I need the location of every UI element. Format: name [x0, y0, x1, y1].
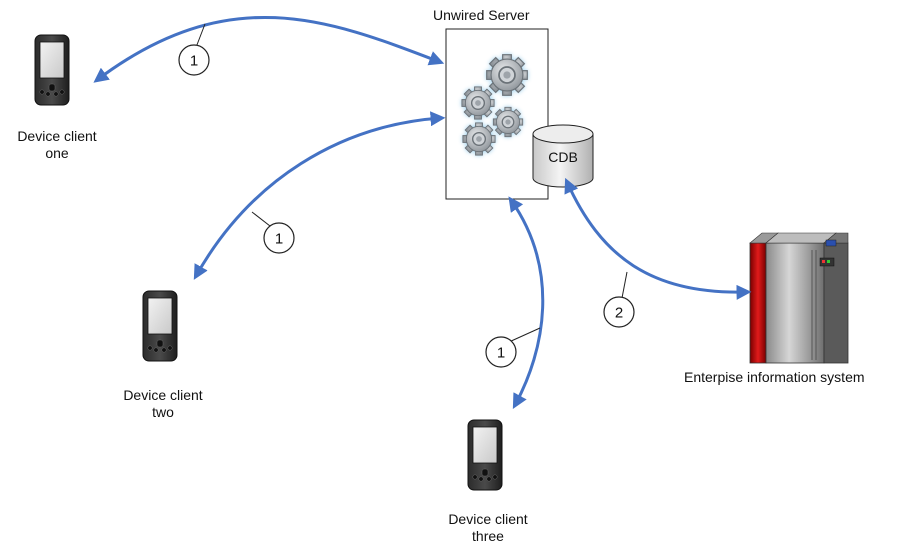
callouts: 1 1 1 2	[178, 23, 635, 368]
cdb-database-icon: CDB	[532, 124, 594, 188]
callout-circle	[178, 44, 210, 76]
device-two-icon	[142, 290, 178, 362]
device-three-icon	[467, 419, 503, 491]
callout-label: 1	[497, 345, 505, 362]
device-two-label: Device client two	[108, 387, 218, 421]
enterprise-server-icon	[749, 232, 849, 364]
device-three-label: Device client three	[433, 511, 543, 545]
arrow-eis	[564, 177, 752, 300]
device-three-line1: Device client	[448, 511, 528, 527]
callout-label: 2	[615, 305, 623, 322]
callout-circle	[603, 296, 635, 328]
callout-label: 1	[190, 53, 198, 70]
eis-label: Enterpise information system	[684, 369, 865, 385]
server-title: Unwired Server	[433, 7, 530, 23]
device-one-line2: one	[45, 145, 69, 161]
callout-label: 1	[275, 231, 283, 248]
connection-arrows	[93, 15, 752, 409]
callout-circle	[485, 336, 517, 368]
cdb-label: CDB	[548, 149, 578, 165]
unwired-server: CDB	[445, 28, 594, 200]
callout-circle	[263, 222, 295, 254]
arrow-device-two	[193, 111, 446, 280]
device-three-line2: three	[472, 528, 504, 544]
device-two-line1: Device client	[123, 387, 203, 403]
device-one-line1: Device client	[17, 128, 97, 144]
device-one-label: Device client one	[2, 128, 112, 162]
arrow-device-three	[508, 196, 545, 409]
arrow-device-one	[93, 15, 445, 83]
device-one-icon	[34, 34, 70, 106]
device-two-line2: two	[152, 404, 174, 420]
